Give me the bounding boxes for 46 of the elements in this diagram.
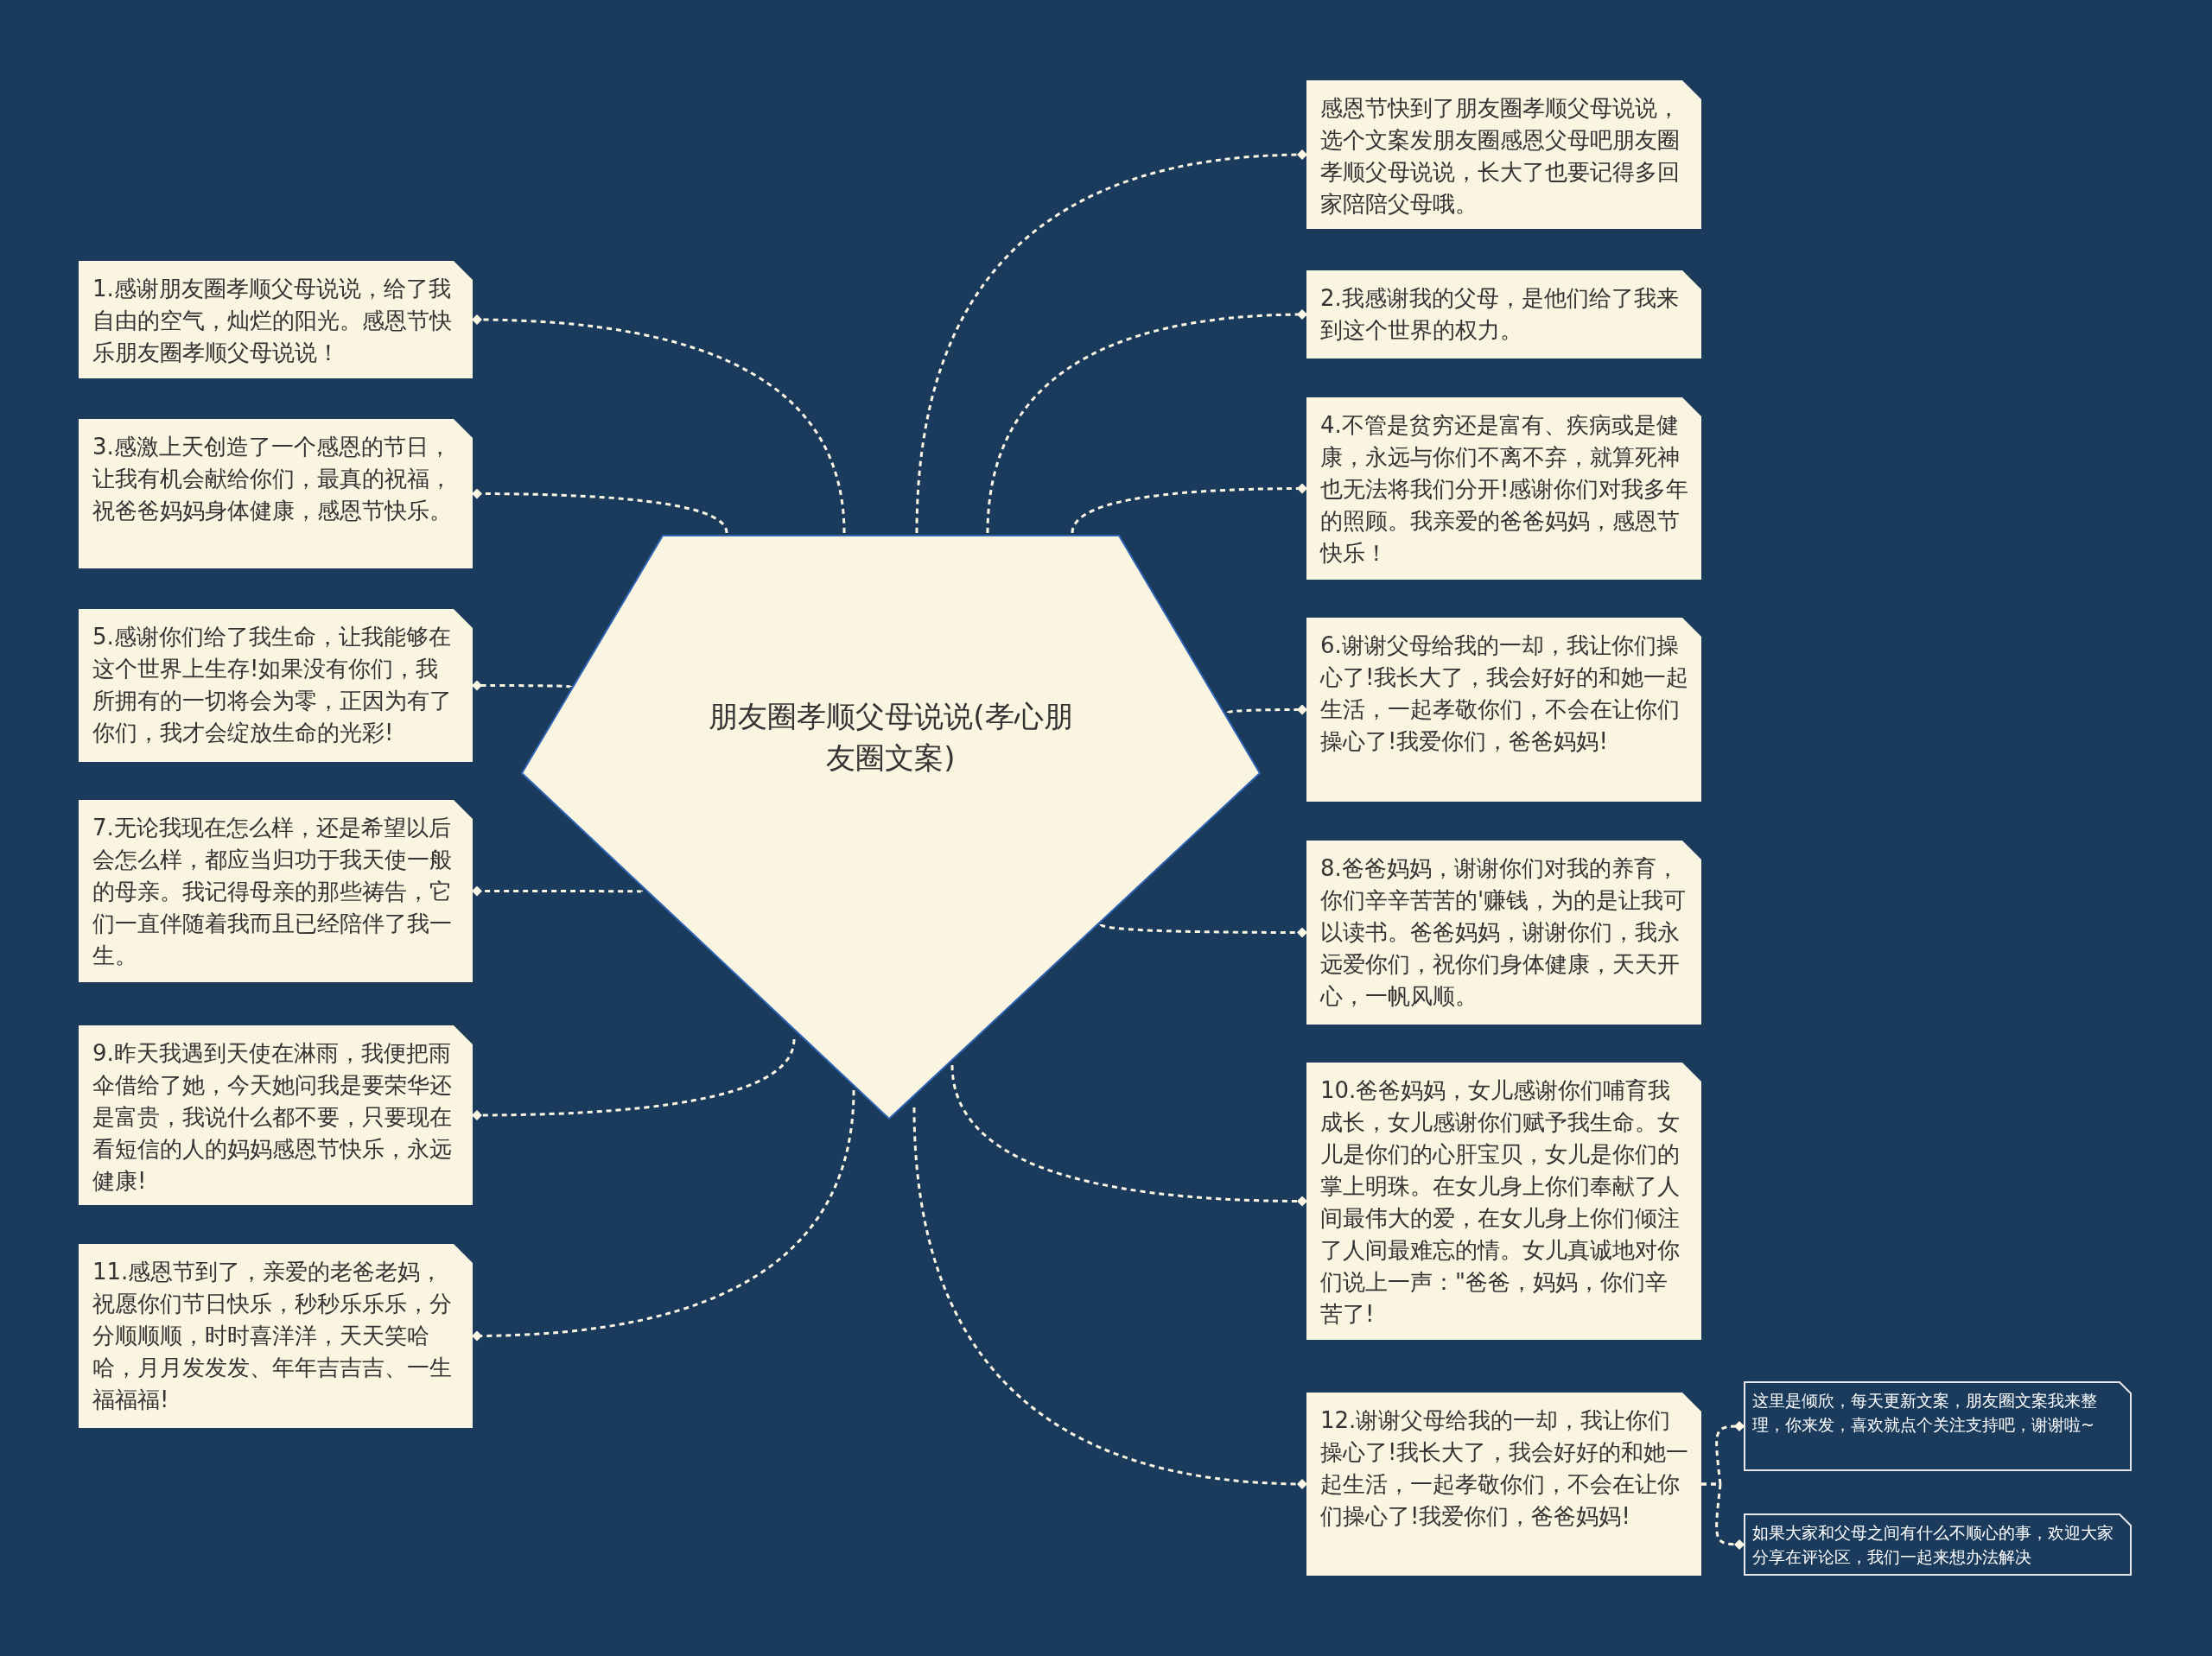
card-text: 7.无论我现在怎么样，还是希望以后会怎么样，都应当归功于我天使一般的母亲。我记得母亲的那些祷告，它们一直伴随着我而且已经陪伴了我一生。 <box>92 814 453 970</box>
connector-line <box>472 680 572 691</box>
card-text: 如果大家和父母之间有什么不顺心的事，欢迎大家分享在评论区，我们一起来想办法解决 <box>1752 1522 2114 1568</box>
connector-line <box>1071 483 1307 534</box>
text-card <box>1306 80 1701 229</box>
card-text: 2.我感谢我的父母，是他们给了我来到这个世界的权力。 <box>1320 284 1680 345</box>
text-card <box>1306 397 1701 580</box>
text-card <box>79 261 473 378</box>
title-text: 朋友圈孝顺父母说说(孝心朋友圈文案) <box>708 698 1074 777</box>
connector-line <box>472 488 728 534</box>
text-card <box>79 800 473 982</box>
text-card <box>79 1244 473 1428</box>
text-card <box>1306 618 1701 802</box>
card-text: 5.感谢你们给了我生命，让我能够在这个世界上生存!如果没有你们，我所拥有的一切将会为零，正因为有了你们，我才会绽放生命的光彩! <box>92 623 453 747</box>
card-text: 11.感恩节到了，亲爱的老爸老妈，祝愿你们节日快乐，秒秒乐乐乐，分分顺顺顺，时时喜洋洋，天天笑哈哈，月月发发发、年年吉吉吉、一生福福福! <box>92 1258 453 1414</box>
connector-line <box>912 1107 1307 1489</box>
text-card <box>1306 270 1701 358</box>
card-text: 9.昨天我遇到天使在淋雨，我便把雨伞借给了她，今天她问我是要荣华还是富贵，我说什么都不要，只要现在看短信的人的妈妈感恩节快乐，永远健康! <box>92 1039 453 1196</box>
note-box <box>1744 1381 2132 1471</box>
connector-line <box>472 1089 855 1342</box>
connector-line <box>472 314 846 534</box>
text-card <box>79 1025 473 1205</box>
card-text: 感恩节快到了朋友圈孝顺父母说说，选个文案发朋友圈感恩父母吧朋友圈孝顺父母说说，长大了也要记得多回家陪陪父母哦。 <box>1320 94 1681 219</box>
connector-line <box>986 309 1307 534</box>
card-text: 12.谢谢父母给我的一却，我让你们操心了!我长大了，我会好好的和她一起生活，一起孝敬你们，不会在让你们操心了!我爱你们，爸爸妈妈! <box>1320 1406 1689 1531</box>
text-card <box>79 609 473 762</box>
connector-line <box>915 149 1307 534</box>
card-text: 这里是倾欣，每天更新文案，朋友圈文案我来整理，你来发，喜欢就点个关注支持吧，谢谢啦~ <box>1752 1390 2098 1436</box>
text-card <box>1306 841 1701 1025</box>
connector-line <box>950 1064 1307 1207</box>
connector-line <box>1701 1482 1745 1550</box>
card-text: 10.爸爸妈妈，女儿感谢你们哺育我成长，女儿感谢你们赋予我生命。女儿是你们的心肝宝贝，女儿是你们的掌上明珠。在女儿身上你们奉献了人间最伟大的爱，在女儿身上你们倾注了人间最难忘的情。女儿真诚地对你们说上一声："爸爸，妈妈，你们辛苦了! <box>1320 1076 1681 1329</box>
connector-line <box>1227 704 1307 715</box>
central-pentagon <box>522 536 1260 1119</box>
connector-line <box>472 1038 796 1120</box>
text-card <box>1306 1063 1701 1340</box>
card-text: 4.不管是贫穷还是富有、疾病或是健康，永远与你们不离不弃，就算死神也无法将我们分开!感谢你们对我多年的照顾。我亲爱的爸爸妈妈，感恩节快乐！ <box>1320 411 1689 568</box>
connector-line <box>1100 923 1307 938</box>
note-box <box>1744 1513 2132 1576</box>
text-card <box>79 419 473 568</box>
card-text: 6.谢谢父母给我的一却，我让你们操心了!我长大了，我会好好的和她一起生活，一起孝敬你们，不会在让你们操心了!我爱你们，爸爸妈妈! <box>1320 631 1689 756</box>
connector-line <box>472 885 643 897</box>
card-text: 1.感谢朋友圈孝顺父母说说，给了我自由的空气，灿烂的阳光。感恩节快乐朋友圈孝顺父母说说！ <box>92 275 453 367</box>
card-text: 8.爸爸妈妈，谢谢你们对我的养育，你们辛辛苦苦的'赚钱，为的是让我可以读书。爸爸妈妈，谢谢你们，我永远爱你们，祝你们身体健康，天天开心，一帆风顺。 <box>1320 854 1688 1011</box>
text-card <box>1306 1393 1701 1576</box>
card-text: 3.感激上天创造了一个感恩的节日，让我有机会献给你们，最真的祝福，祝爸爸妈妈身体健康，感恩节快乐。 <box>92 433 453 525</box>
